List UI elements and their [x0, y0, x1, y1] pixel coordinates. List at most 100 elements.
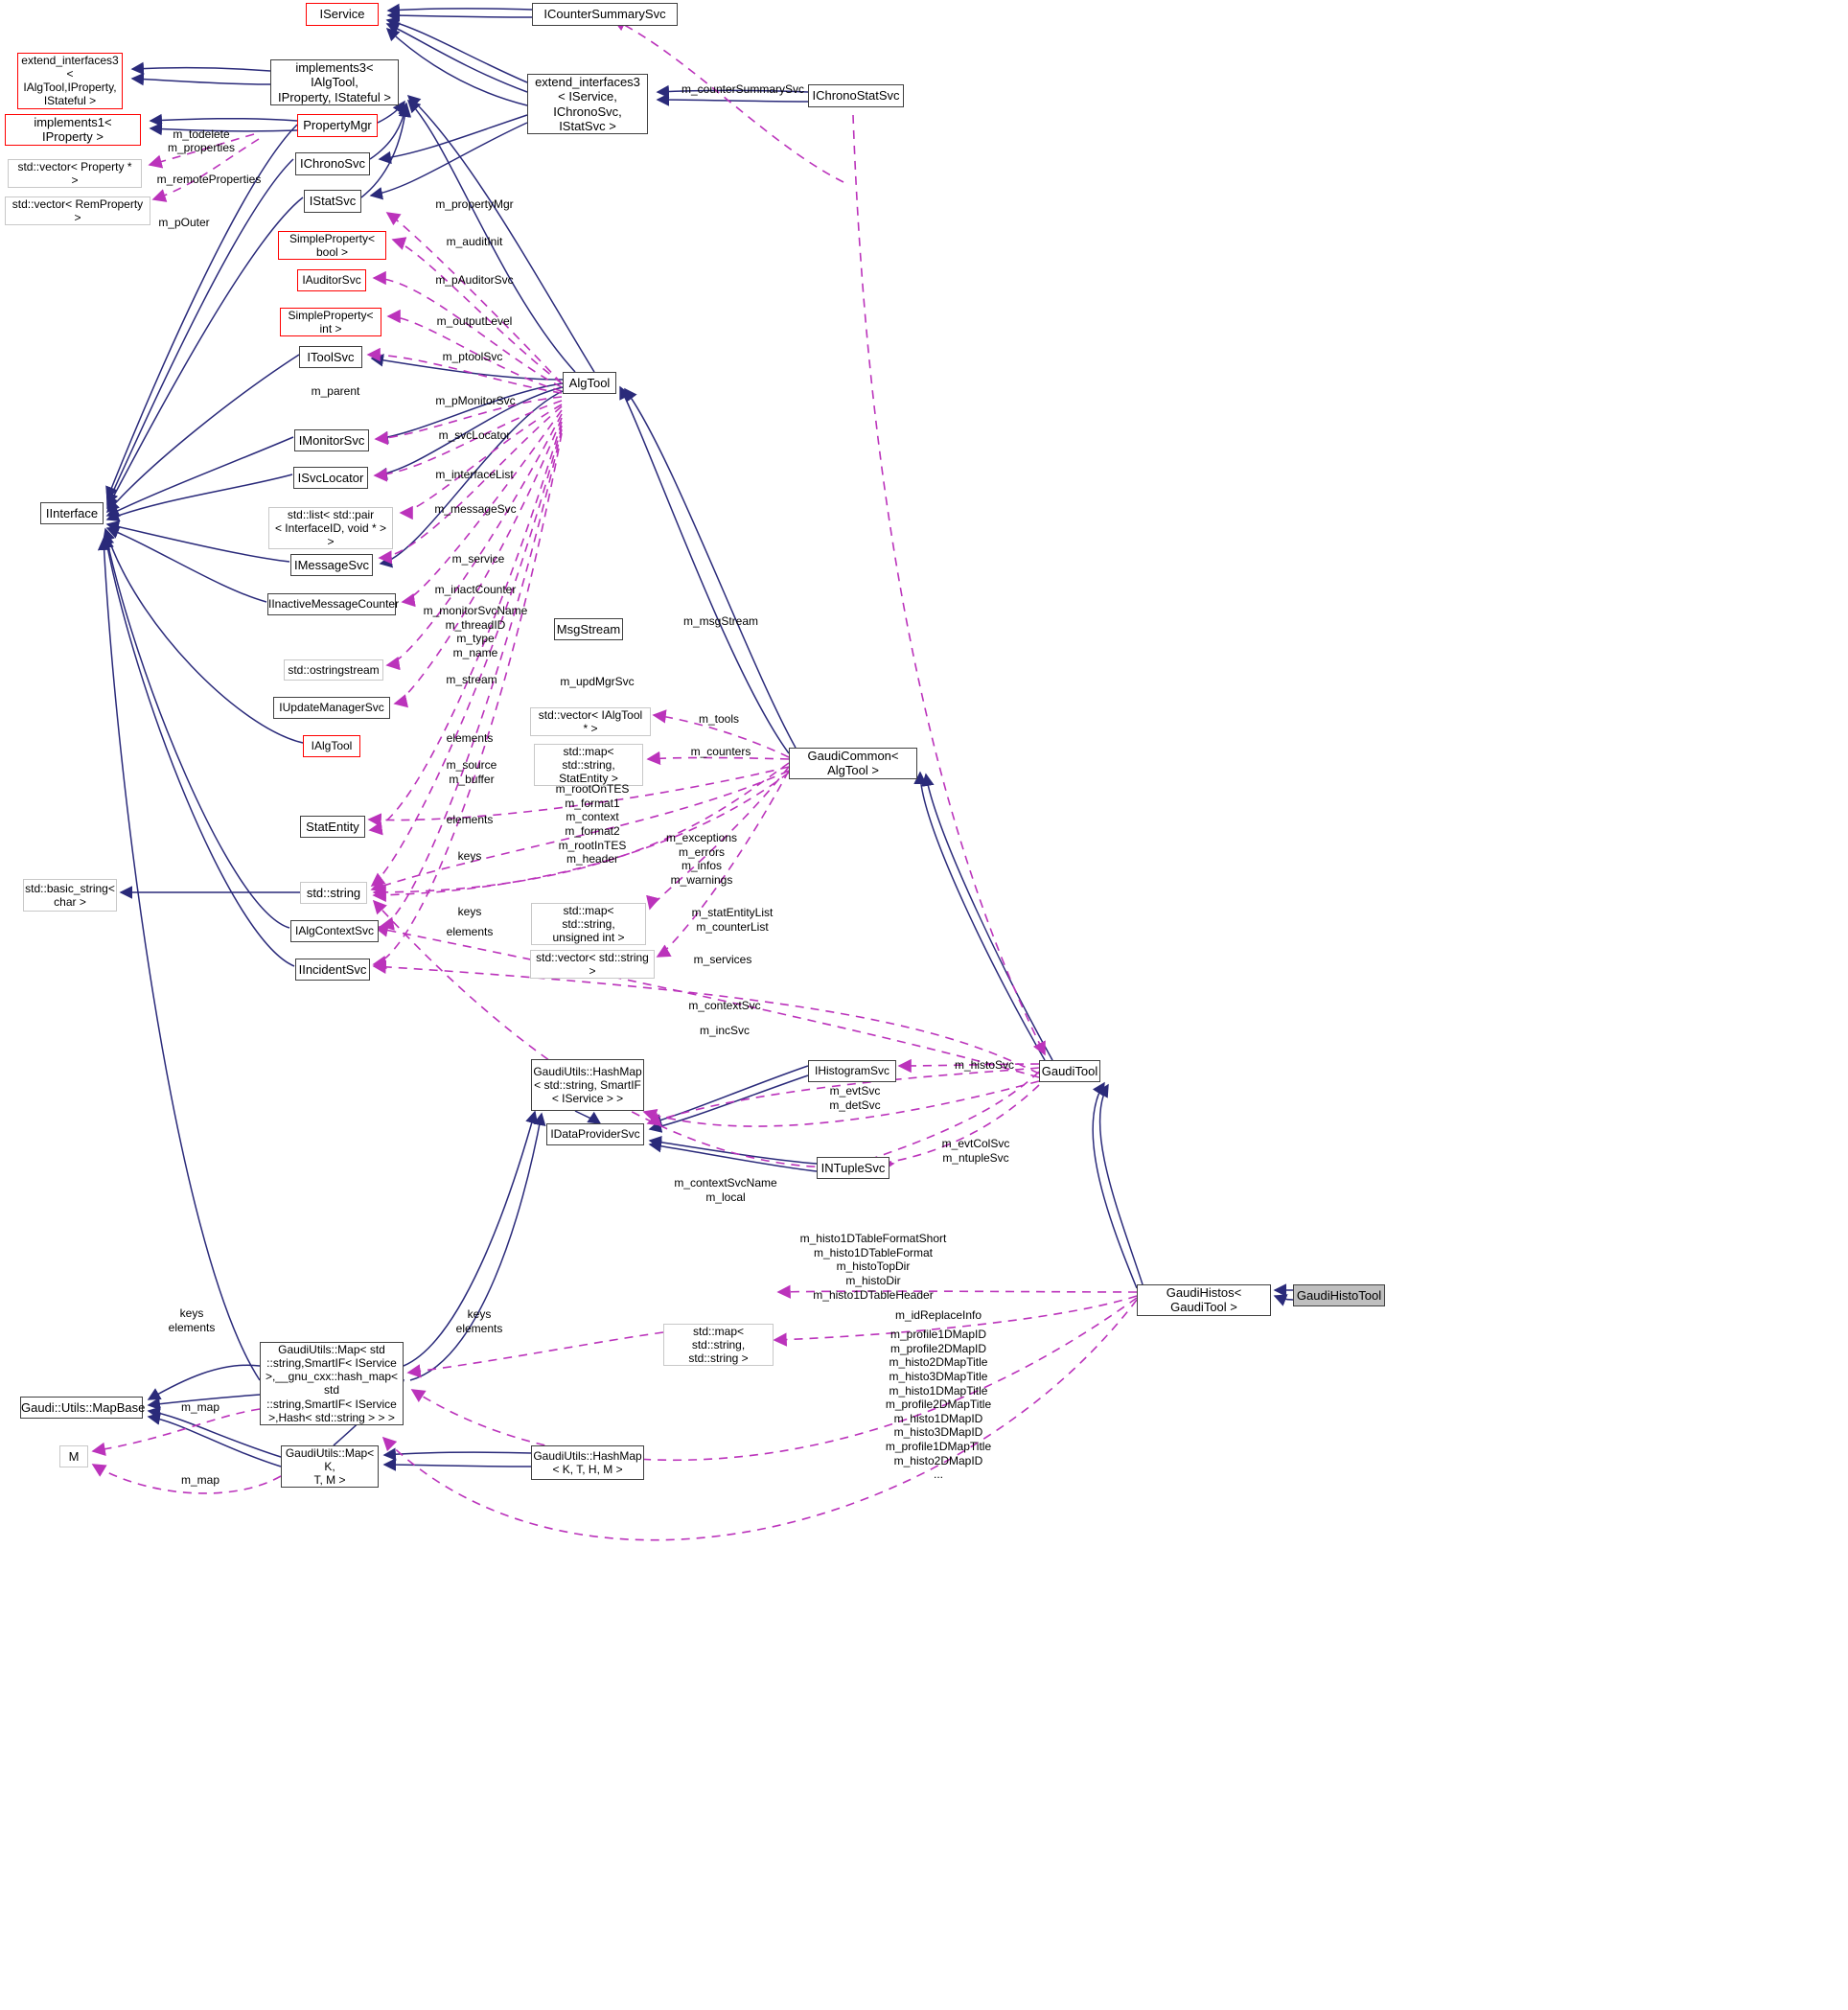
class-node-vector_RemProperty[interactable]: std::vector< RemProperty > [5, 196, 150, 226]
class-node-PropertyMgr[interactable]: PropertyMgr [297, 114, 378, 137]
class-node-IInterface[interactable]: IInterface [40, 502, 104, 524]
edge-label-m_stream: m_stream [431, 673, 512, 687]
edge-label-line: m_histoTopDir [836, 1259, 911, 1274]
edge-label-line: m_contextSvcName [674, 1176, 777, 1190]
edge-label-line: m_monitorSvcName [423, 604, 528, 617]
class-node-MapBase[interactable]: Gaudi::Utils::MapBase [20, 1397, 145, 1419]
edge-label-line: m_rootOnTES [555, 782, 630, 796]
edge-label-line: elements [168, 1320, 216, 1334]
edge-label-line: m_service [451, 552, 505, 566]
class-node-M[interactable]: M [59, 1445, 88, 1467]
edge-label-line: m_parent [311, 384, 360, 398]
edge-label-m_counters: m_counters [677, 745, 765, 759]
class-node-IAlgContextSvc[interactable]: IAlgContextSvc [290, 920, 379, 942]
class-node-label: std::vector< Property * > [17, 160, 132, 188]
class-node-label: INTupleSvc [820, 1160, 886, 1175]
edge-label-line: m_incSvc [699, 1024, 750, 1037]
class-node-label: IChronoStatSvc [812, 88, 900, 104]
edge-label-line: m_profile2DMapID [889, 1341, 987, 1355]
edge-label-line: m_map [180, 1400, 219, 1414]
class-node-IMonitorSvc[interactable]: IMonitorSvc [294, 429, 369, 451]
class-node-implements1[interactable]: implements1< IProperty > [5, 114, 141, 146]
edge-label-line: m_histoSvc [954, 1058, 1015, 1072]
edge-label-line: m_pAuditorSvc [435, 273, 514, 287]
class-node-GaudiCommon_AlgTool[interactable]: GaudiCommon< AlgTool > [789, 748, 917, 779]
class-node-implements3[interactable]: implements3< IAlgTool,IProperty, IStatef… [270, 59, 399, 105]
class-node-label: IInterface [45, 505, 99, 520]
edge-label-line: ... [933, 1467, 943, 1482]
class-node-IChronoStatSvc[interactable]: IChronoStatSvc [808, 84, 904, 107]
class-node-IToolSvc[interactable]: IToolSvc [299, 346, 362, 368]
class-node-IInactiveMessageCounter[interactable]: IInactiveMessageCounter [267, 593, 399, 615]
edge-label-line: m_inactCounter [434, 583, 517, 596]
class-node-vector_string[interactable]: std::vector< std::string > [530, 950, 655, 980]
edge-label-line: m_profile1DMapTitle [885, 1440, 992, 1453]
class-node-label: std::basic_string<char > [25, 881, 115, 909]
class-node-GaudiUtils_Map_full[interactable]: GaudiUtils::Map< std::string,SmartIF< IS… [260, 1342, 404, 1425]
edge-label-line: m_messageSvc [434, 502, 517, 516]
edge-label-line: m_evtColSvc [941, 1137, 1010, 1150]
class-node-label: GaudiHistos< GaudiTool > [1166, 1285, 1242, 1315]
class-node-IAlgTool[interactable]: IAlgTool [303, 735, 360, 757]
edge-label-line: m_counters [690, 745, 751, 758]
edge-label-line: m_ptoolSvc [442, 350, 503, 363]
class-node-IMessageSvc[interactable]: IMessageSvc [290, 554, 373, 576]
edge-label-line: keys [179, 1306, 204, 1320]
class-node-GaudiUtils_HashMap_KTHM[interactable]: GaudiUtils::HashMap< K, T, H, M > [531, 1445, 644, 1480]
edge-label-line: m_name [452, 645, 498, 659]
edge-label-m_services: m_services [679, 953, 767, 967]
edge-label-line: keys [457, 849, 482, 863]
class-node-ostringstream[interactable]: std::ostringstream [284, 659, 383, 681]
class-node-map_unsigned[interactable]: std::map< std::string,unsigned int > [531, 903, 646, 946]
class-node-vector_IAlgTool[interactable]: std::vector< IAlgTool * > [530, 707, 651, 737]
edge-label-m_inactCounter: m_inactCounter [422, 583, 529, 597]
edge-label-line: m_map [180, 1473, 219, 1487]
class-node-MsgStream[interactable]: MsgStream [554, 618, 623, 640]
class-node-GaudiHistoTool[interactable]: GaudiHistoTool [1293, 1284, 1385, 1306]
class-node-label: IToolSvc [307, 349, 355, 364]
class-node-SimpleProperty_bool[interactable]: SimpleProperty< bool > [278, 231, 386, 261]
class-node-GaudiHistos_GaudiTool[interactable]: GaudiHistos< GaudiTool > [1137, 1284, 1271, 1316]
class-node-extend_interfaces3_AlgTool[interactable]: extend_interfaces3< IAlgTool,IProperty,I… [17, 53, 123, 109]
edge-label-line: m_idReplaceInfo [894, 1308, 982, 1322]
class-node-std_string[interactable]: std::string [300, 882, 367, 904]
class-node-IChronoSvc[interactable]: IChronoSvc [295, 152, 370, 175]
edge-label-line: m_svcLocator [438, 428, 511, 442]
class-node-IStatSvc[interactable]: IStatSvc [304, 190, 361, 213]
class-node-IHistogramSvc[interactable]: IHistogramSvc [808, 1060, 896, 1082]
class-node-AlgTool[interactable]: AlgTool [563, 372, 616, 394]
class-node-GaudiTool[interactable]: GaudiTool [1039, 1060, 1100, 1082]
class-node-map_StatEntity[interactable]: std::map< std::string,StatEntity > [534, 744, 643, 787]
class-node-IAuditorSvc[interactable]: IAuditorSvc [297, 269, 366, 291]
class-node-label: GaudiUtils::Map< std::string,SmartIF< IS… [265, 1343, 399, 1424]
edge-label-line: m_format1 [565, 796, 620, 810]
class-node-IIncidentSvc[interactable]: IIncidentSvc [295, 959, 370, 981]
class-node-vector_Property[interactable]: std::vector< Property * > [8, 159, 142, 189]
class-node-extend_interfaces3_Service[interactable]: extend_interfaces3< IService, IChronoSvc… [527, 74, 648, 135]
class-node-ISvcLocator[interactable]: ISvcLocator [293, 467, 368, 489]
edge-label-m_contextSvc: m_contextSvc [674, 999, 775, 1013]
class-node-ICounterSummarySvc[interactable]: ICounterSummarySvc [532, 3, 678, 26]
class-node-GaudiUtils_Map_KTM[interactable]: GaudiUtils::Map< K,T, M > [281, 1445, 379, 1489]
class-node-list_pair[interactable]: std::list< std::pair< InterfaceID, void … [268, 507, 393, 550]
edge-label-line: m_infos [681, 859, 723, 873]
class-node-label: GaudiCommon< AlgTool > [807, 749, 899, 778]
edge-label-m_incSvc: m_incSvc [687, 1024, 762, 1038]
class-node-IUpdateManagerSvc[interactable]: IUpdateManagerSvc [273, 697, 390, 719]
class-node-HashMap_SmartIF[interactable]: GaudiUtils::HashMap< std::string, SmartI… [531, 1059, 644, 1111]
class-node-label: PropertyMgr [303, 118, 372, 133]
class-node-map_string_string[interactable]: std::map< std::string,std::string > [663, 1324, 774, 1367]
class-node-INTupleSvc[interactable]: INTupleSvc [817, 1157, 889, 1179]
class-node-StatEntity[interactable]: StatEntity [300, 816, 365, 838]
class-node-label: MsgStream [556, 621, 621, 636]
inheritance-edges [97, 3, 1294, 1471]
edge-label-line: m_histo1DMapTitle [889, 1383, 988, 1398]
class-node-SimpleProperty_int[interactable]: SimpleProperty< int > [280, 308, 381, 337]
class-node-IService[interactable]: IService [306, 3, 379, 26]
class-node-basic_string[interactable]: std::basic_string<char > [23, 879, 117, 912]
edge-label-line: m_histo1DTableFormatShort [799, 1232, 947, 1245]
class-node-IDataProviderSvc[interactable]: IDataProviderSvc [546, 1123, 644, 1145]
